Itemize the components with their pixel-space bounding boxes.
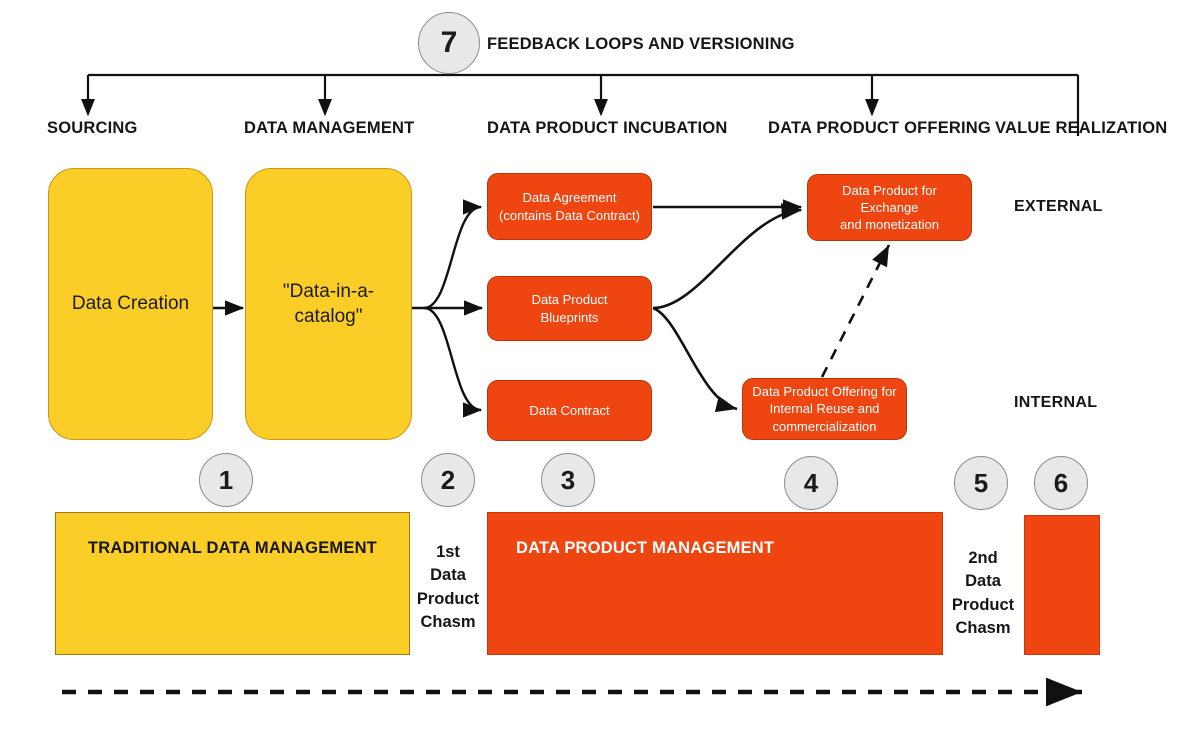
box-data-in-a-catalog-label: "Data-in-a-catalog" [282, 280, 375, 327]
column-header-data-product-incubation: DATA PRODUCT INCUBATION [487, 119, 728, 137]
chasm-2-line4: Chasm [955, 619, 1011, 638]
step-circle-5[interactable]: 5 [954, 456, 1008, 510]
chasm-1-line2: Data [430, 566, 466, 585]
dashed-arrow-internal-to-external [820, 244, 891, 378]
chasm-1-label: 1st Data Product Chasm [408, 541, 488, 635]
box-data-creation[interactable]: Data Creation [48, 168, 213, 440]
step-circle-3[interactable]: 3 [541, 453, 595, 507]
box-data-product-blueprints[interactable]: Data Product Blueprints [487, 276, 652, 341]
step-circle-6-number: 6 [1053, 467, 1069, 498]
box-data-product-offering-internal[interactable]: Data Product Offering for Internal Reuse… [742, 378, 907, 440]
arrow-catalog-to-data-contract [423, 306, 483, 418]
chasm-1-line4: Chasm [420, 613, 476, 632]
box-internal-offering-line2: Internal Reuse and [769, 401, 880, 417]
label-internal: INTERNAL [1014, 394, 1098, 411]
box-data-product-for-exchange-line2: and monetization [839, 217, 939, 233]
box-data-product-for-exchange-line1: Data Product for Exchange [842, 182, 937, 215]
step-circle-1-number: 1 [218, 464, 234, 495]
box-data-product-blueprints-line1: Data Product [531, 292, 608, 308]
arrow-blueprints-to-exchange [652, 203, 803, 310]
box-internal-offering-line1: Data Product Offering for [752, 384, 897, 400]
box-data-product-blueprints-line2: Blueprints [540, 309, 599, 325]
feedback-banner-title: FEEDBACK LOOPS AND VERSIONING [487, 35, 795, 53]
bar-traditional-data-management[interactable]: TRADITIONAL DATA MANAGEMENT [55, 512, 410, 655]
step-circle-4[interactable]: 4 [784, 456, 838, 510]
column-header-data-product-offering: DATA PRODUCT OFFERING [768, 119, 991, 137]
step-circle-4-number: 4 [803, 467, 819, 498]
step-circle-7-number: 7 [440, 26, 458, 59]
box-data-agreement-line1: Data Agreement [522, 190, 617, 206]
label-external: EXTERNAL [1014, 198, 1103, 215]
arrow-blueprints-to-internal-offering [652, 306, 738, 413]
step-circle-3-number: 3 [560, 464, 576, 495]
bar-data-product-management-label: DATA PRODUCT MANAGEMENT [516, 539, 775, 557]
bar-traditional-data-management-label: TRADITIONAL DATA MANAGEMENT [88, 539, 377, 557]
chasm-2-line3: Product [951, 595, 1015, 614]
box-data-agreement-line2: (contains Data Contract) [499, 207, 640, 223]
step-circle-7[interactable]: 7 [418, 12, 480, 74]
box-data-contract[interactable]: Data Contract [487, 380, 652, 441]
column-header-sourcing: SOURCING [47, 119, 138, 137]
arrow-catalog-to-data-agreement [423, 199, 483, 310]
chasm-1-line3: Product [416, 589, 480, 608]
chasm-1-line1: 1st [436, 543, 460, 561]
step-circle-5-number: 5 [973, 467, 989, 498]
box-data-contract-label: Data Contract [529, 402, 610, 418]
column-header-data-management: DATA MANAGEMENT [244, 119, 415, 137]
bar-data-product-management[interactable]: DATA PRODUCT MANAGEMENT [487, 512, 943, 655]
chasm-2-line1: 2nd [968, 549, 998, 567]
step-circle-2-number: 2 [440, 464, 456, 495]
box-data-agreement[interactable]: Data Agreement (contains Data Contract) [487, 173, 652, 240]
bar-value-realization[interactable] [1024, 515, 1100, 655]
box-internal-offering-line3: commercialization [772, 418, 877, 434]
step-circle-2[interactable]: 2 [421, 453, 475, 507]
column-header-value-realization: VALUE REALIZATION [995, 119, 1168, 137]
chasm-2-label: 2nd Data Product Chasm [943, 547, 1023, 641]
step-circle-1[interactable]: 1 [199, 453, 253, 507]
step-circle-6[interactable]: 6 [1034, 456, 1088, 510]
box-data-creation-label: Data Creation [71, 293, 190, 315]
box-data-in-a-catalog[interactable]: "Data-in-a-catalog" [245, 168, 412, 440]
chasm-2-line2: Data [965, 572, 1001, 591]
box-data-product-for-exchange[interactable]: Data Product for Exchange and monetizati… [807, 174, 972, 241]
